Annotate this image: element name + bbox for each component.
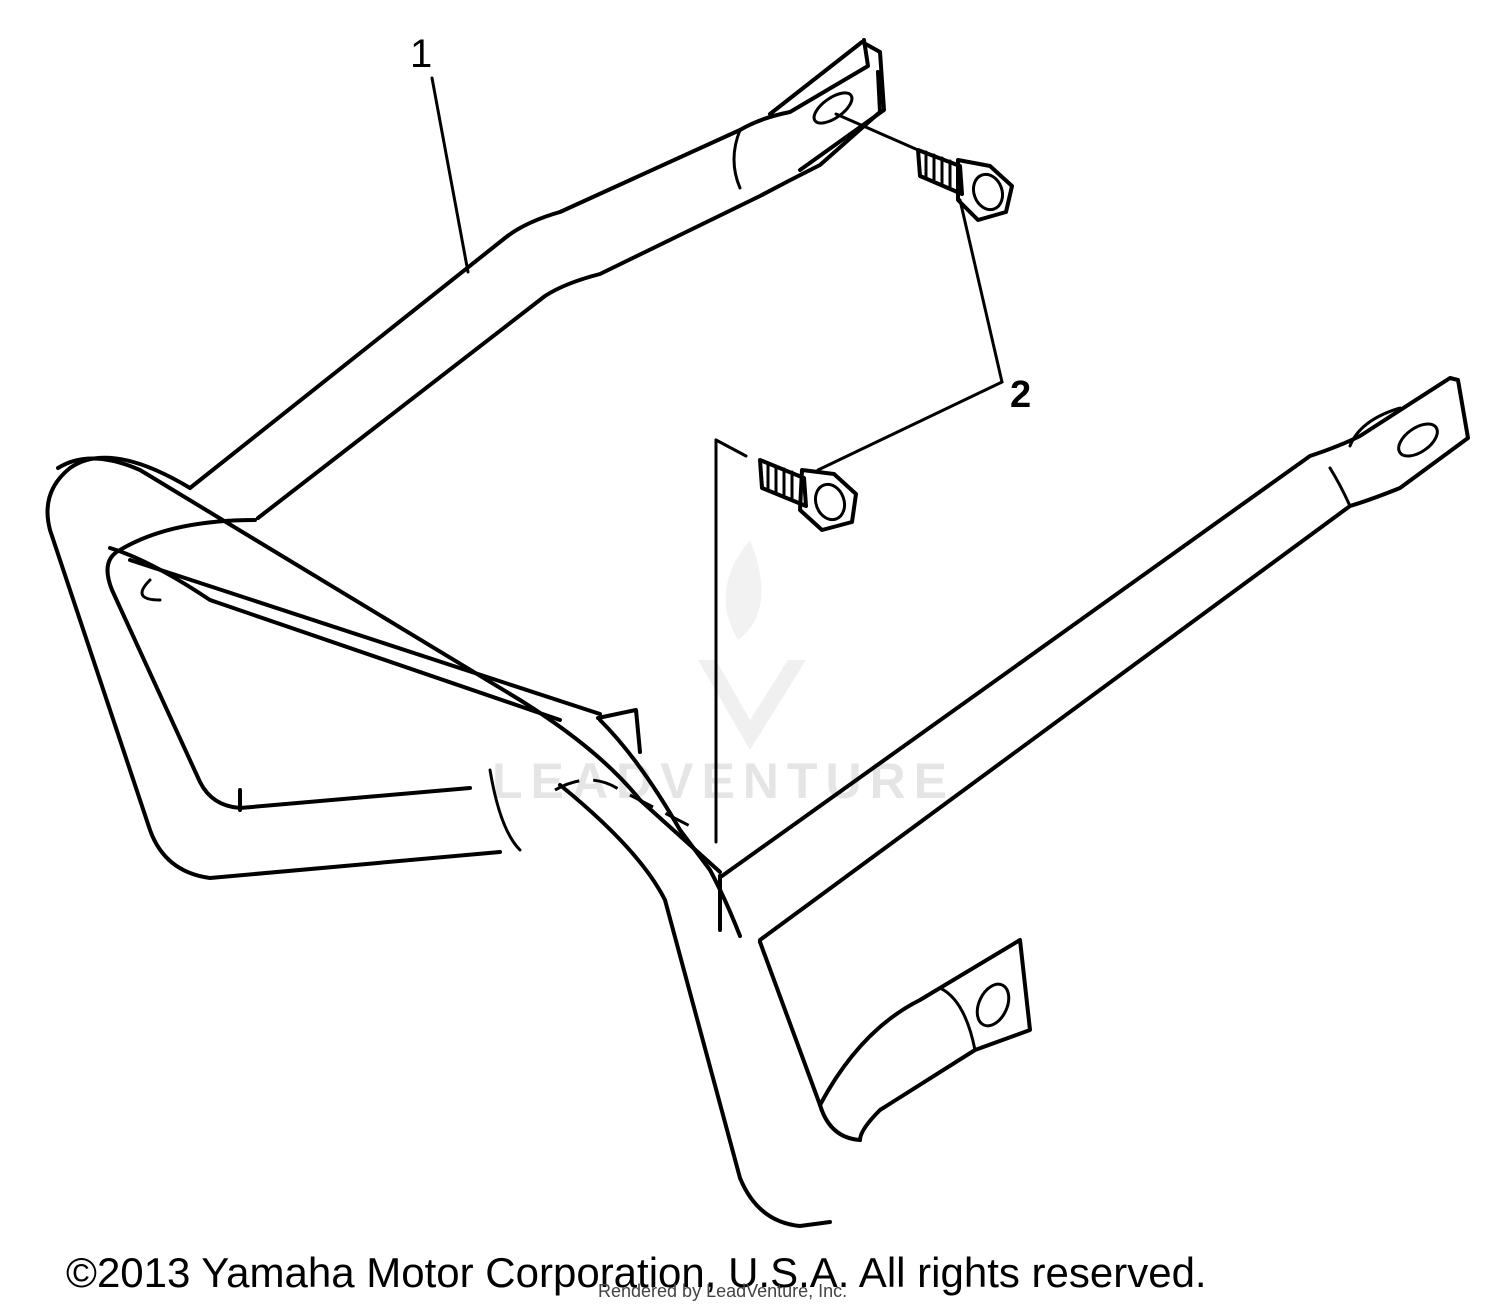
bolt-lower (758, 458, 858, 532)
watermark-text: LEADVENTURE (492, 753, 956, 809)
copyright-notice: ©2013 Yamaha Motor Corporation, U.S.A. A… (66, 1249, 1207, 1296)
rendered-by-credit: Rendered by LeadVenture, Inc. (598, 1281, 848, 1301)
bolt-upper (916, 148, 1014, 222)
guard-frame (45, 38, 1470, 1228)
callout-part-1: 1 (410, 32, 433, 76)
callout-part-2: 2 (1010, 374, 1032, 416)
leader-lines (430, 76, 1004, 844)
